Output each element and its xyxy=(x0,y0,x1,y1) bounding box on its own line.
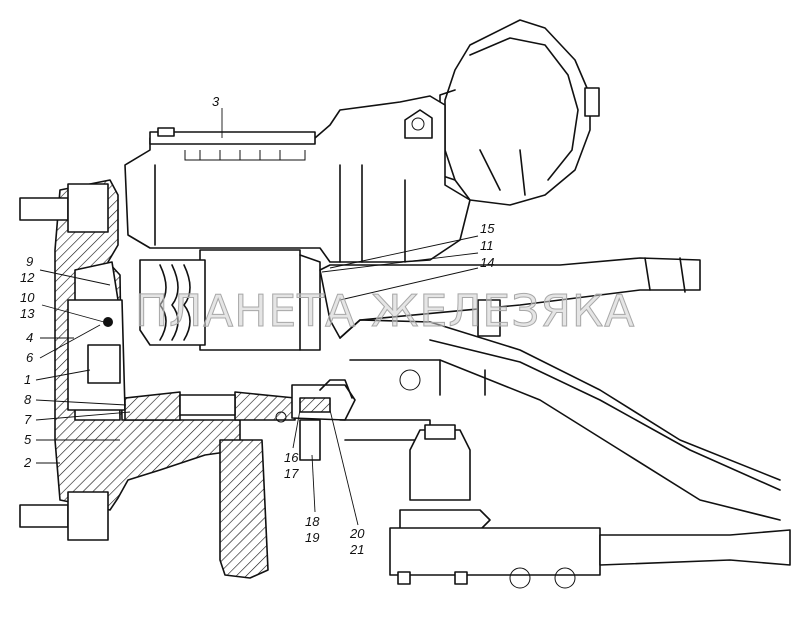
caliper-body xyxy=(124,95,471,263)
callout-9: 9 xyxy=(26,254,33,269)
callout-5: 5 xyxy=(24,432,32,447)
leader-lines xyxy=(35,108,479,526)
bearings xyxy=(124,391,296,423)
brake-chamber xyxy=(439,19,600,206)
callout-16: 16 xyxy=(284,450,299,465)
adjuster-lever xyxy=(291,379,356,461)
callouts: 3 15 11 14 9 12 10 13 4 6 1 8 7 5 2 16 1… xyxy=(20,94,495,557)
callout-12: 12 xyxy=(20,270,35,285)
callout-18: 18 xyxy=(305,514,320,529)
callout-14: 14 xyxy=(480,255,494,270)
callout-4: 4 xyxy=(26,330,33,345)
piston-boot xyxy=(139,249,321,351)
callout-7: 7 xyxy=(24,412,32,427)
callout-6: 6 xyxy=(26,350,34,365)
callout-15: 15 xyxy=(480,221,495,236)
callout-20: 20 xyxy=(349,526,365,541)
callout-3: 3 xyxy=(212,94,220,109)
callout-8: 8 xyxy=(24,392,32,407)
callout-19: 19 xyxy=(305,530,319,545)
callout-21: 21 xyxy=(349,542,364,557)
callout-2: 2 xyxy=(23,455,32,470)
watermark-text: ПЛАНЕТА ЖЕЛЕЗЯКА xyxy=(135,286,635,337)
callout-13: 13 xyxy=(20,306,35,321)
callout-11: 11 xyxy=(480,238,494,253)
callout-10: 10 xyxy=(20,290,35,305)
callout-1: 1 xyxy=(24,372,31,387)
tie-rod xyxy=(389,424,791,589)
callout-17: 17 xyxy=(284,466,299,481)
hub-cap xyxy=(67,299,126,411)
